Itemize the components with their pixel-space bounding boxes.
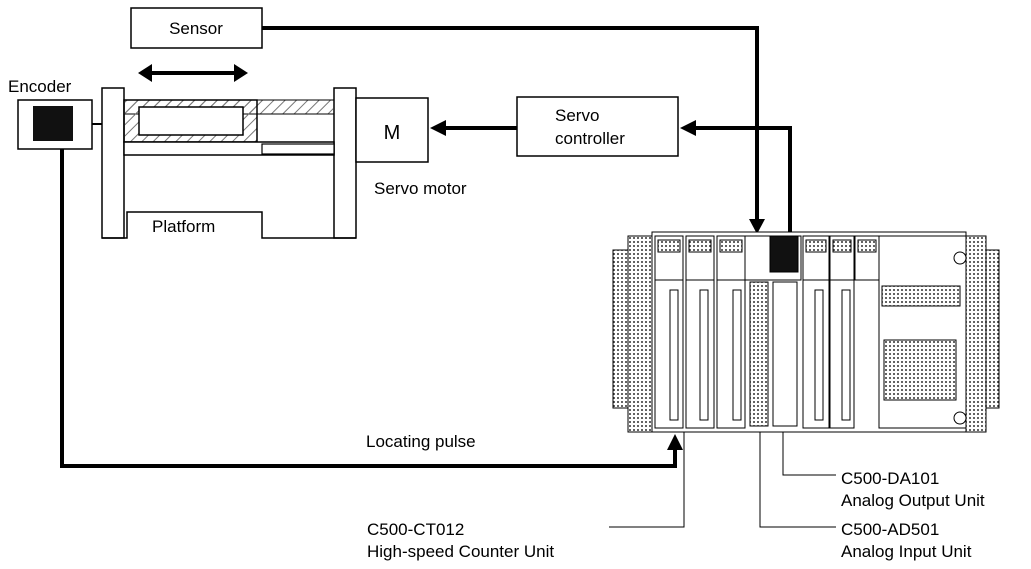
- ad501-name-label: Analog Input Unit: [841, 542, 972, 561]
- servo-motor: M: [355, 97, 429, 163]
- motion-double-arrow: [138, 64, 248, 82]
- sensor-arrowhead: [749, 219, 765, 234]
- servo-controller-label-1: Servo: [555, 106, 599, 125]
- sensor-box: Sensor: [130, 7, 263, 49]
- signal-wires: [60, 26, 792, 468]
- platform-assembly: Platform: [101, 87, 357, 239]
- motor-symbol: M: [384, 122, 401, 144]
- platform-label: Platform: [152, 217, 215, 236]
- da101-model-label: C500-DA101: [841, 469, 939, 488]
- leader-lines: [609, 432, 836, 528]
- sensor-label: Sensor: [169, 19, 223, 38]
- motor-arrowhead: [430, 120, 446, 136]
- plc-controller-wire: [694, 126, 792, 236]
- encoder-pulse-wire: [60, 149, 677, 468]
- ct012-model-label: C500-CT012: [367, 520, 464, 539]
- counter-arrowhead: [667, 434, 683, 450]
- ct012-name-label: High-speed Counter Unit: [367, 542, 554, 561]
- sensor-signal-wire: [262, 26, 759, 222]
- encoder-icon: [17, 99, 102, 150]
- servo-controller-label-2: controller: [555, 129, 625, 148]
- servo-controller-box: Servo controller: [516, 96, 679, 157]
- ad501-model-label: C500-AD501: [841, 520, 939, 539]
- locating-pulse-label: Locating pulse: [366, 432, 476, 451]
- controller-arrowhead: [680, 120, 696, 136]
- encoder-label: Encoder: [8, 77, 72, 96]
- servo-motor-label: Servo motor: [374, 179, 467, 198]
- plc-rack: [612, 231, 1000, 433]
- da101-name-label: Analog Output Unit: [841, 491, 985, 510]
